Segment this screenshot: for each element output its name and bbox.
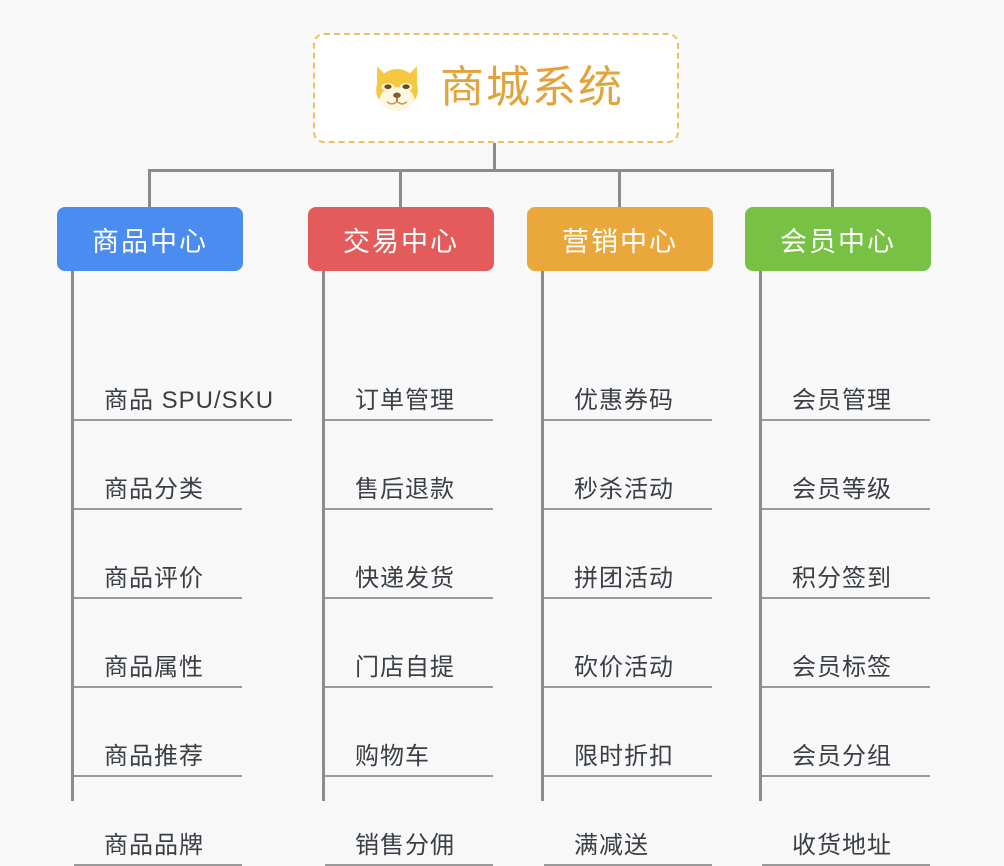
branch-body-member-center: 会员管理 会员等级 积分签到 会员标签 会员分组 — [759, 271, 931, 866]
connector-drop-marketing-center — [618, 169, 621, 209]
leaf-underline: 售后退款 — [325, 478, 493, 510]
leaf-underline: 会员标签 — [762, 656, 930, 688]
branch-trade-center: 交易中心 订单管理 售后退款 快递发货 门店自提 — [308, 207, 494, 866]
leaf-underline: 拼团活动 — [544, 567, 712, 599]
leaf-label: 积分签到 — [792, 565, 892, 592]
connector-root-stem — [493, 143, 496, 172]
branch-body-trade-center: 订单管理 售后退款 快递发货 门店自提 购物车 — [322, 271, 494, 866]
leaf-label: 满减送 — [574, 832, 649, 859]
leaf-label: 会员等级 — [792, 476, 892, 503]
leaf-underline: 订单管理 — [325, 389, 493, 421]
leaf-label: 秒杀活动 — [574, 476, 674, 503]
leaf-underline: 商品属性 — [74, 656, 242, 688]
branch-header-label: 营销中心 — [562, 226, 678, 257]
branch-header-label: 交易中心 — [343, 226, 459, 257]
root-node[interactable]: 商城系统 — [313, 33, 679, 143]
leaf-underline: 购物车 — [325, 745, 493, 777]
branch-body-product-center: 商品 SPU/SKU 商品分类 商品评价 商品属性 商品推荐 — [71, 271, 293, 866]
leaf-label: 购物车 — [355, 743, 430, 770]
leaf-label: 限时折扣 — [574, 743, 674, 770]
leaf-label: 订单管理 — [355, 387, 455, 414]
leaf-label: 快递发货 — [355, 565, 455, 592]
leaf-underline: 砍价活动 — [544, 656, 712, 688]
leaf-label: 会员标签 — [792, 654, 892, 681]
branch-header-trade-center[interactable]: 交易中心 — [308, 207, 494, 271]
branch-header-label: 会员中心 — [780, 226, 896, 257]
leaf-label: 商品属性 — [104, 654, 204, 681]
leaf-underline: 限时折扣 — [544, 745, 712, 777]
root-title: 商城系统 — [440, 63, 624, 112]
leaf-label: 砍价活动 — [574, 654, 674, 681]
leaf-label: 门店自提 — [355, 654, 455, 681]
leaf-underline: 商品推荐 — [74, 745, 242, 777]
branch-body-marketing-center: 优惠券码 秒杀活动 拼团活动 砍价活动 限时折扣 — [541, 271, 713, 866]
leaf-underline: 商品 SPU/SKU — [74, 387, 293, 421]
leaf-underline: 商品分类 — [74, 478, 242, 510]
leaf-underline: 会员等级 — [762, 478, 930, 510]
leaf-label: 拼团活动 — [574, 565, 674, 592]
mindmap-canvas: 商城系统 商品中心 商品 SPU/SKU 商品分类 商品评价 — [57, 33, 931, 866]
connector-drop-product-center — [148, 169, 151, 209]
leaf-label: 销售分佣 — [355, 832, 455, 859]
branch-header-label: 商品中心 — [92, 226, 208, 257]
leaf-underline: 销售分佣 — [325, 834, 493, 866]
branch-member-center: 会员中心 会员管理 会员等级 积分签到 会员标签 — [745, 207, 931, 866]
branch-product-center: 商品中心 商品 SPU/SKU 商品分类 商品评价 商品属性 — [57, 207, 293, 866]
leaf-underline: 满减送 — [544, 834, 712, 866]
leaf-underline: 快递发货 — [325, 567, 493, 599]
leaf-label: 会员管理 — [792, 387, 892, 414]
leaf-label: 商品分类 — [104, 476, 204, 503]
leaf-label: 收货地址 — [792, 832, 892, 859]
connector-drop-member-center — [831, 169, 834, 209]
leaf-label: 优惠券码 — [574, 387, 674, 414]
leaf-underline: 优惠券码 — [544, 389, 712, 421]
leaf-label: 会员分组 — [792, 743, 892, 770]
leaf-label: 商品 SPU/SKU — [104, 387, 275, 414]
connector-drop-trade-center — [399, 169, 402, 209]
leaf-underline: 会员管理 — [762, 389, 930, 421]
branch-header-product-center[interactable]: 商品中心 — [57, 207, 243, 271]
leaf-label: 商品评价 — [104, 565, 204, 592]
leaf-label: 售后退款 — [355, 476, 455, 503]
dog-face-icon — [368, 59, 426, 117]
leaf-underline: 门店自提 — [325, 656, 493, 688]
leaf-label: 商品品牌 — [104, 832, 204, 859]
branch-header-marketing-center[interactable]: 营销中心 — [527, 207, 713, 271]
leaf-underline: 积分签到 — [762, 567, 930, 599]
leaf-underline: 商品评价 — [74, 567, 242, 599]
leaf-underline: 会员分组 — [762, 745, 930, 777]
connector-horizontal-bus — [148, 169, 834, 172]
leaf-underline: 商品品牌 — [74, 834, 242, 866]
branch-marketing-center: 营销中心 优惠券码 秒杀活动 拼团活动 砍价活动 — [527, 207, 713, 866]
leaf-underline: 收货地址 — [762, 834, 930, 866]
leaf-label: 商品推荐 — [104, 743, 204, 770]
branch-header-member-center[interactable]: 会员中心 — [745, 207, 931, 271]
leaf-underline: 秒杀活动 — [544, 478, 712, 510]
